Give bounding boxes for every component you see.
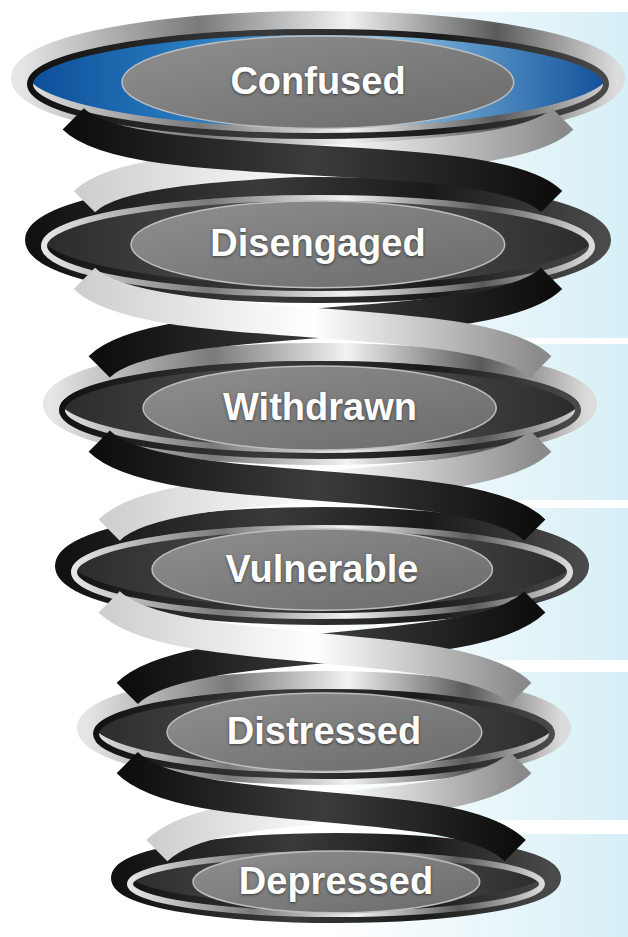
ring-inner-edge xyxy=(96,692,552,776)
spiral-ring xyxy=(86,680,562,776)
band-label: Depressed xyxy=(239,861,433,903)
band-label: Distressed xyxy=(227,711,421,753)
ring-inner-edge xyxy=(30,32,606,136)
spiral-ribbon xyxy=(84,278,540,366)
ring-inner-edge xyxy=(62,364,578,456)
spiral-ring xyxy=(64,516,580,616)
ring-ellipse xyxy=(34,186,602,294)
spiral-ring xyxy=(34,186,602,294)
ring-ellipse xyxy=(120,842,552,914)
band-label: Confused xyxy=(230,61,405,103)
ring-ellipse xyxy=(86,680,562,776)
spiral-band: Disengaged xyxy=(131,201,505,288)
ring-ellipse xyxy=(64,516,580,616)
band-label: Vulnerable xyxy=(226,549,419,591)
ring-ellipse xyxy=(20,20,616,136)
spiral-ribbon xyxy=(73,119,551,202)
spiral-band: Confused xyxy=(122,36,514,128)
spiral-ribbon xyxy=(99,441,535,530)
band-label: Disengaged xyxy=(210,223,425,265)
ring-ellipse xyxy=(52,352,588,456)
spiral-band: Withdrawn xyxy=(143,366,496,450)
spiral-ring xyxy=(20,20,616,136)
ring-inner-edge xyxy=(44,198,592,294)
spiral-ribbon xyxy=(109,602,521,693)
spiral-band: Vulnerable xyxy=(152,529,492,610)
spiral-band: Distressed xyxy=(167,693,482,771)
spiral-ring xyxy=(120,842,552,914)
spiral-ring xyxy=(52,352,588,456)
ring-inner-edge xyxy=(74,528,570,616)
spiral-ribbon xyxy=(127,763,515,851)
spiral-band: Depressed xyxy=(193,851,480,913)
band-label: Withdrawn xyxy=(223,387,417,429)
